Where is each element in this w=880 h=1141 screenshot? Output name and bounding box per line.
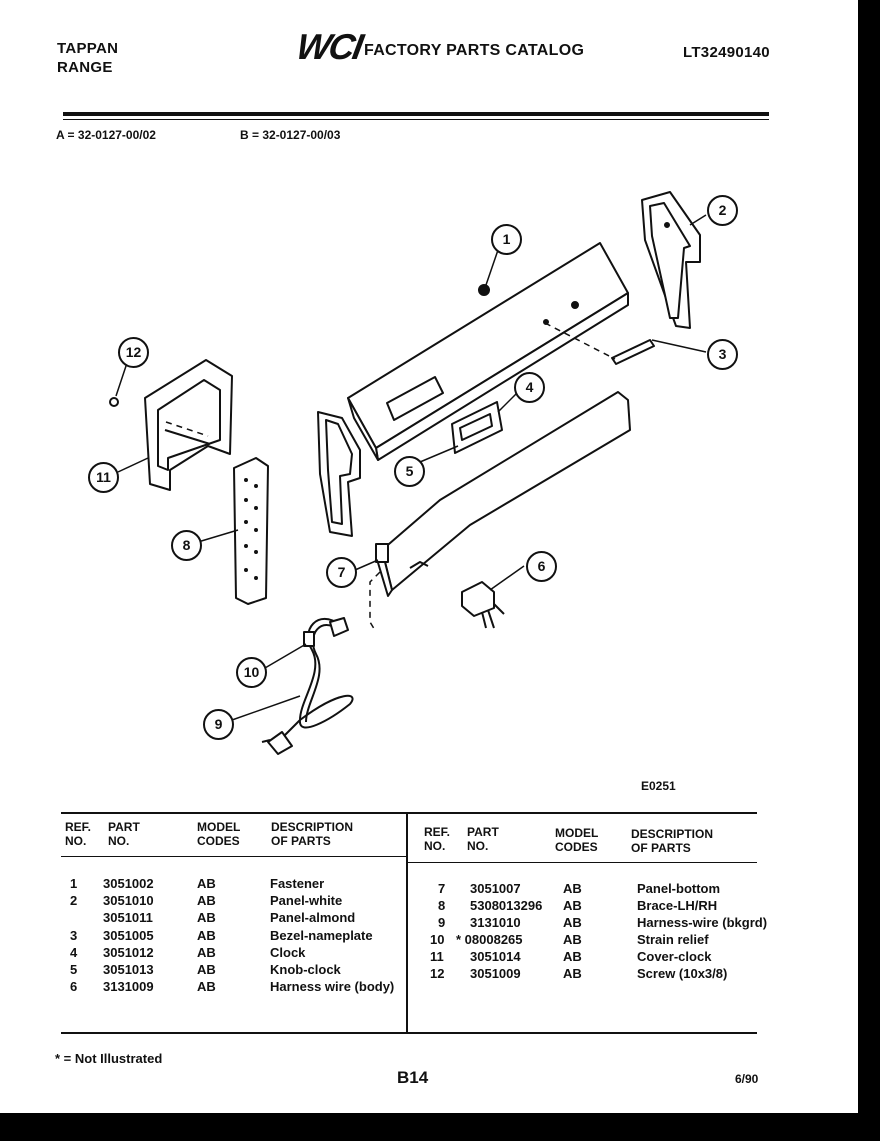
nameplate-bezel-part — [611, 339, 655, 365]
callout-11: 11 — [88, 462, 119, 493]
catalog-title: FACTORY PARTS CATALOG — [364, 42, 585, 59]
table-top-rule — [61, 812, 757, 814]
callout-4: 4 — [514, 372, 545, 403]
brand-line2: RANGE — [57, 59, 113, 76]
table-bottom-rule — [61, 1032, 757, 1034]
not-illustrated-note: * = Not Illustrated — [55, 1051, 163, 1066]
end-bracket-left — [317, 411, 361, 537]
callout-12: 12 — [118, 337, 149, 368]
catalog-page: TAPPAN RANGE WCI FACTORY PARTS CATALOG L… — [0, 0, 858, 1113]
table-divider — [406, 812, 408, 1034]
end-bracket-right — [641, 191, 701, 329]
header-underline-left — [61, 856, 406, 857]
header-rule — [63, 112, 769, 116]
header-rule-thin — [63, 119, 769, 120]
callout-9: 9 — [203, 709, 234, 740]
callout-3: 3 — [707, 339, 738, 370]
col-ref-header-right: REF.NO. — [424, 825, 451, 853]
harness-connector-part — [461, 581, 505, 629]
callout-5: 5 — [394, 456, 425, 487]
control-panel-part — [347, 242, 629, 461]
clock-cover-part — [144, 359, 233, 491]
parts-diagram — [109, 191, 707, 755]
print-date: 6/90 — [735, 1072, 759, 1086]
clock-part — [451, 401, 503, 454]
callout-10: 10 — [236, 657, 267, 688]
callout-8: 8 — [171, 530, 202, 561]
callout-7: 7 — [326, 557, 357, 588]
wire-harness-part — [261, 617, 354, 755]
figure-code: E0251 — [641, 779, 676, 793]
header-underline-right — [408, 862, 757, 863]
variant-b: B = 32-0127-00/03 — [240, 128, 341, 142]
col-ref-header-left: REF.NO. — [65, 820, 92, 848]
screw-part — [109, 397, 119, 407]
page-code: B14 — [397, 1068, 429, 1087]
callout-2: 2 — [707, 195, 738, 226]
variant-a: A = 32-0127-00/02 — [56, 128, 156, 142]
brace-part — [233, 457, 269, 605]
brand-line1: TAPPAN — [57, 40, 119, 57]
model-number: LT32490140 — [683, 44, 770, 61]
bottom-panel-part — [375, 391, 631, 597]
callout-6: 6 — [526, 551, 557, 582]
callout-1: 1 — [491, 224, 522, 255]
